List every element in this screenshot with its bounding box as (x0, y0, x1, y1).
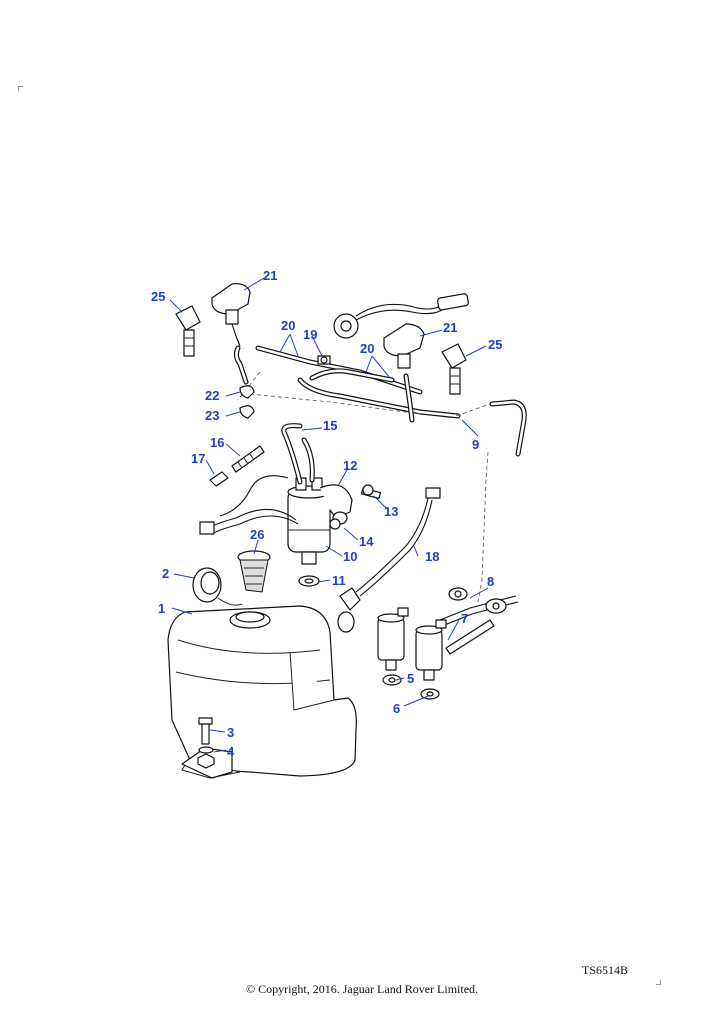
harness-connector-18 (425, 487, 441, 499)
bolt-13 (360, 484, 382, 500)
callout-5: 5 (407, 671, 414, 686)
callout-10: 10 (343, 549, 357, 564)
headlamp-washer-jet-right (441, 343, 467, 395)
corner-mark-top-left (18, 86, 23, 91)
t-piece-connector (317, 355, 331, 365)
connector-17 (209, 471, 229, 487)
elbow-connector (337, 587, 361, 633)
callout-20b: 20 (360, 341, 374, 356)
windscreen-washer-nozzle-right (383, 323, 425, 369)
callout-25b: 25 (488, 337, 502, 352)
callout-26: 26 (250, 527, 264, 542)
callout-labels: 1 2 3 4 5 6 7 8 9 10 11 12 13 14 15 16 1… (151, 268, 502, 759)
corner-mark-bottom-right (656, 980, 661, 985)
callout-18: 18 (425, 549, 439, 564)
callout-8: 8 (487, 574, 494, 589)
check-valve-8a (448, 587, 468, 601)
washer-reservoir (167, 605, 357, 779)
filler-cap (192, 567, 243, 606)
callout-2: 2 (162, 566, 169, 581)
pump-bracket (319, 484, 353, 530)
callout-21a: 21 (263, 268, 277, 283)
callout-17: 17 (191, 451, 205, 466)
grommet-6a (382, 674, 402, 686)
filter-strainer (237, 550, 271, 593)
callout-21b: 21 (443, 320, 457, 335)
grommet-11 (298, 575, 320, 587)
diagram-reference-code: TS6514B (581, 963, 628, 977)
callout-23: 23 (205, 408, 219, 423)
callout-15: 15 (323, 418, 337, 433)
pump-connector (199, 521, 215, 535)
filler-neck (229, 611, 271, 629)
washer-4 (197, 746, 215, 769)
headlamp-washer-pump-b (415, 619, 447, 681)
headlamp-washer-pump-a (377, 607, 409, 671)
callout-11: 11 (332, 573, 346, 588)
callout-6: 6 (393, 701, 400, 716)
callout-13: 13 (384, 504, 398, 519)
bolt-3 (198, 717, 213, 745)
hose-clip-23 (239, 405, 255, 419)
callout-22: 22 (205, 388, 219, 403)
callout-3: 3 (227, 725, 234, 740)
callout-12: 12 (343, 458, 357, 473)
callout-25a: 25 (151, 289, 165, 304)
headlamp-washer-jet-left (175, 305, 201, 357)
callout-20a: 20 (281, 318, 295, 333)
callout-16: 16 (210, 435, 224, 450)
copyright-notice: © Copyright, 2016. Jaguar Land Rover Lim… (245, 982, 479, 996)
hose-clip-22 (239, 385, 255, 399)
callout-4: 4 (227, 744, 235, 759)
callout-9: 9 (472, 437, 479, 452)
callout-19: 19 (303, 327, 317, 342)
jet-heater-harness (333, 293, 469, 339)
check-valve-8b (485, 598, 507, 614)
washer-jet-16 (231, 445, 265, 473)
callout-7: 7 (461, 611, 468, 626)
leader-lines (169, 277, 489, 753)
callout-14: 14 (359, 534, 374, 549)
callout-1: 1 (158, 601, 165, 616)
windscreen-washer-nozzle-left (211, 283, 251, 347)
connecting-pipe-7 (445, 619, 495, 655)
